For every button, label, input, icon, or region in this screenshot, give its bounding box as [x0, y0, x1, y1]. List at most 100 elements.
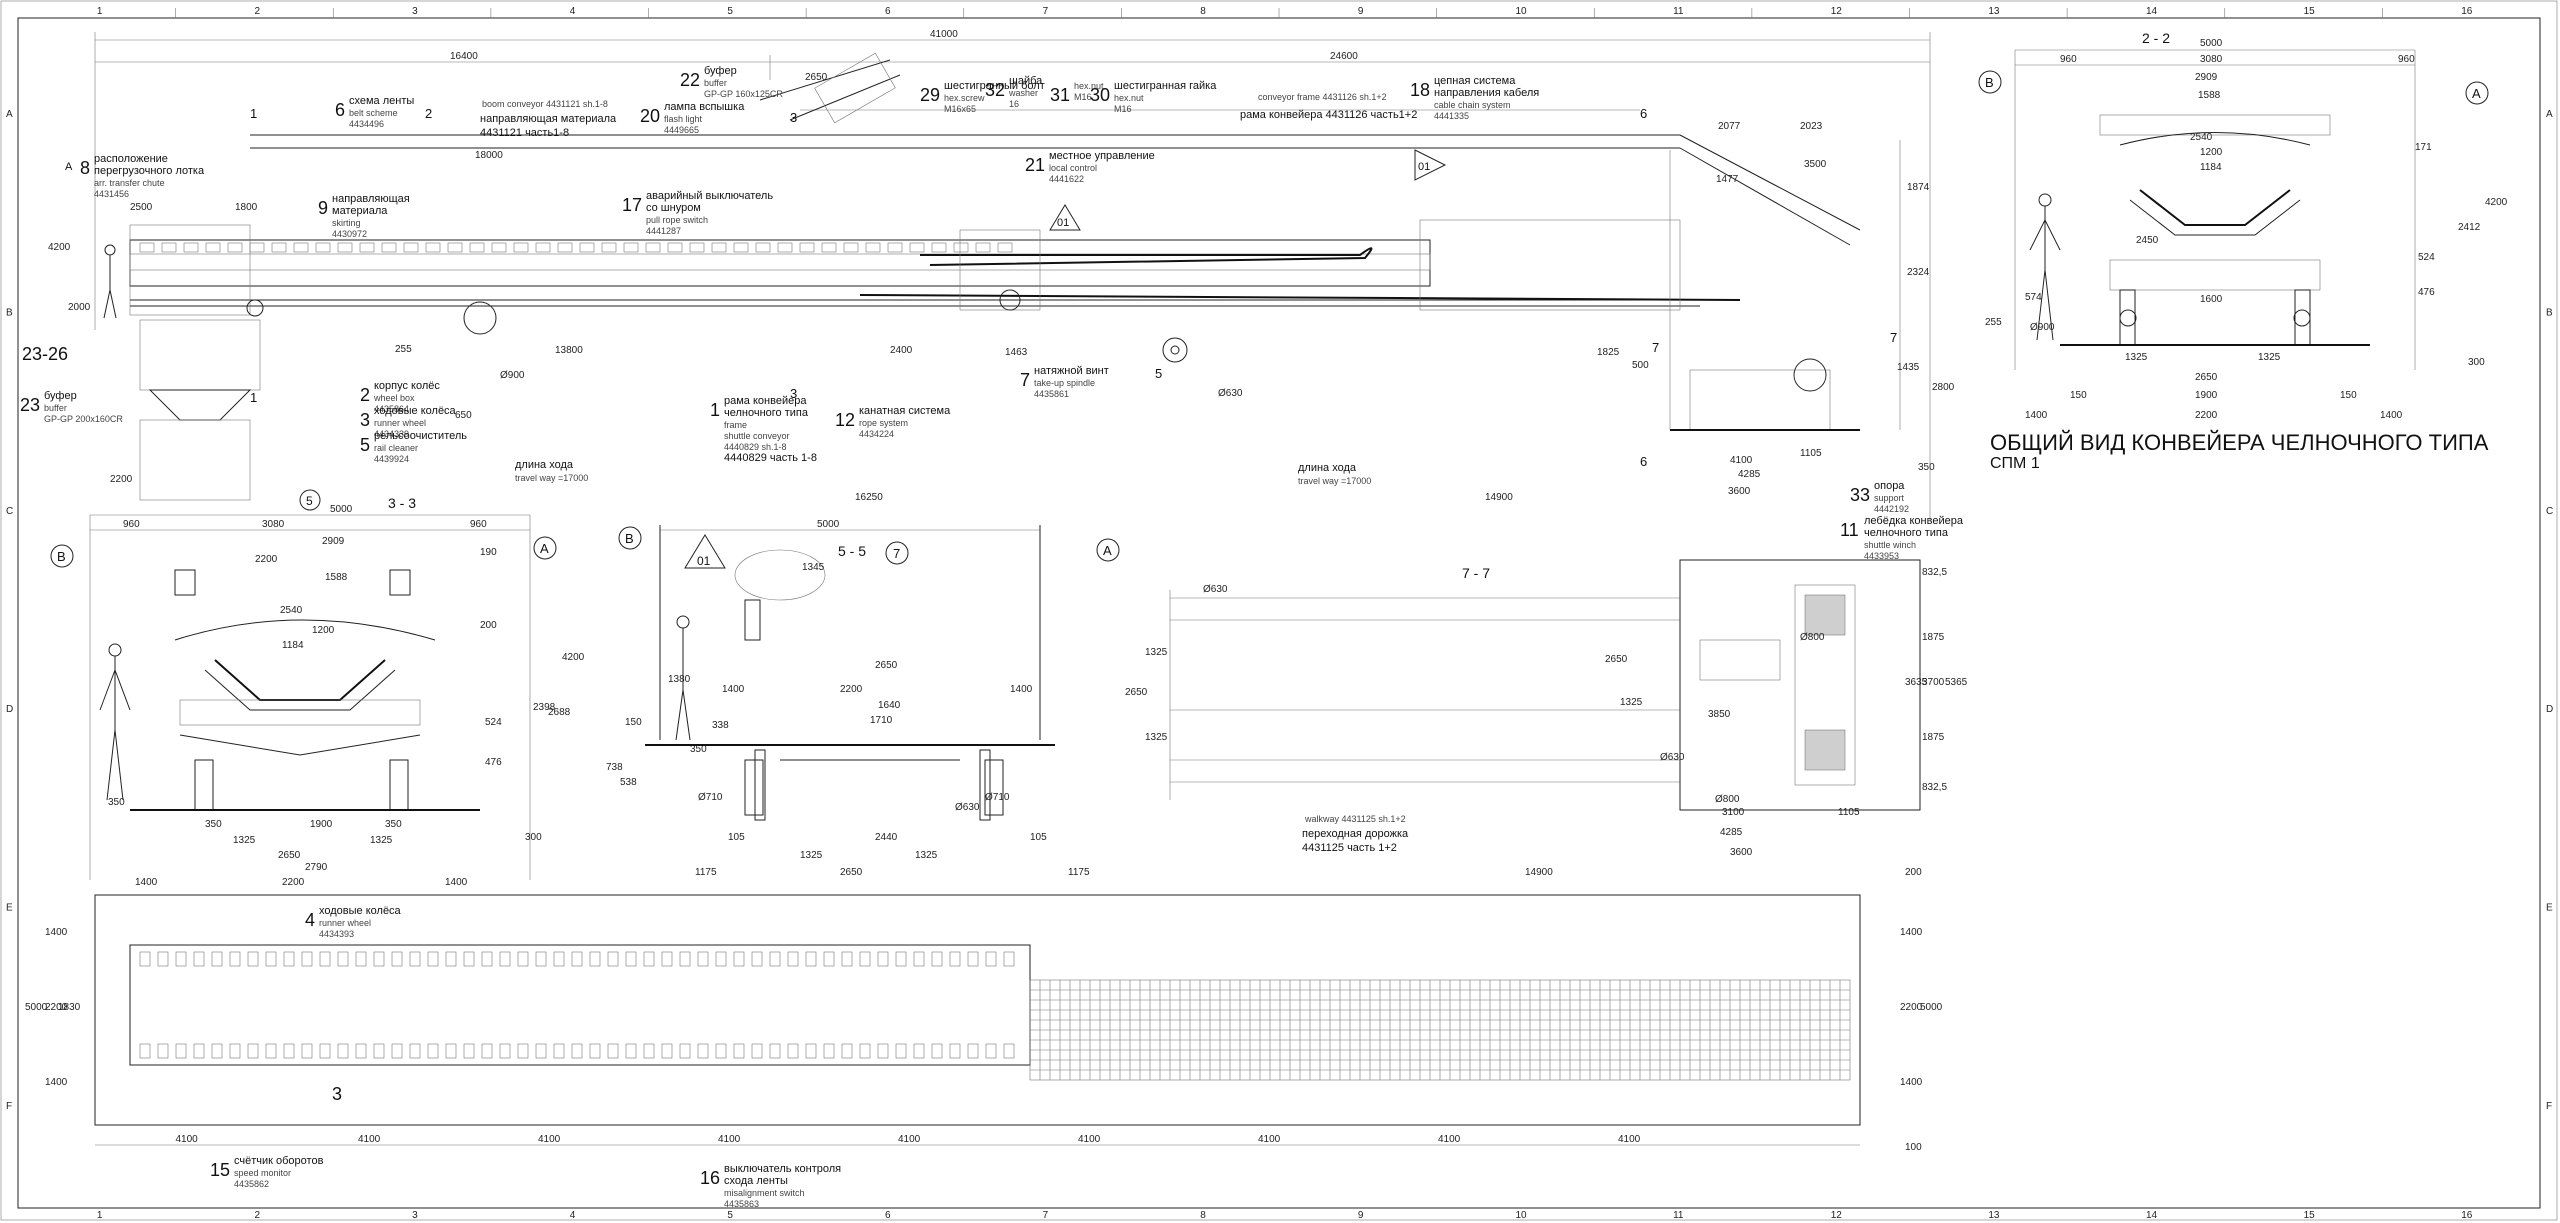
section-2-2: 2 - 2 B A 5000 960 3080 960 2909 1588 25… — [1978, 30, 2508, 421]
axis-bubble-a — [1096, 538, 1120, 562]
svg-text:shuttle conveyor: shuttle conveyor — [724, 431, 790, 441]
idler — [391, 951, 403, 967]
svg-text:4431456: 4431456 — [94, 189, 129, 199]
svg-text:5000: 5000 — [817, 519, 840, 530]
svg-text:корпус колёс: корпус колёс — [374, 380, 440, 392]
svg-text:1200: 1200 — [312, 625, 335, 636]
svg-text:255: 255 — [395, 344, 412, 355]
grid-col-label: 13 — [1988, 6, 2000, 17]
idler — [623, 242, 639, 253]
idler — [481, 1043, 493, 1059]
idler — [697, 1043, 709, 1059]
wheel — [463, 301, 497, 335]
svg-text:shuttle winch: shuttle winch — [1864, 540, 1916, 550]
svg-text:4441622: 4441622 — [1049, 174, 1084, 184]
idler — [409, 1043, 421, 1059]
svg-text:4435861: 4435861 — [1034, 389, 1069, 399]
idler — [755, 242, 771, 253]
idler — [247, 1043, 259, 1059]
span-dim: 4100 — [718, 1134, 741, 1145]
idler — [733, 951, 745, 967]
grid-col-label: 2 — [254, 1210, 260, 1221]
svg-text:1400: 1400 — [2380, 410, 2403, 421]
svg-text:738: 738 — [606, 762, 623, 773]
idler — [949, 1043, 961, 1059]
svg-text:расположение: расположение — [94, 153, 168, 165]
idler — [355, 1043, 367, 1059]
callout-number: 15 — [210, 1160, 230, 1180]
svg-text:канатная система: канатная система — [859, 405, 951, 417]
svg-text:1400: 1400 — [1900, 927, 1923, 938]
idler — [517, 1043, 529, 1059]
svg-text:1184: 1184 — [282, 640, 304, 651]
svg-text:3080: 3080 — [262, 519, 285, 530]
svg-text:4100: 4100 — [1730, 455, 1753, 466]
svg-text:105: 105 — [1030, 832, 1047, 843]
idler — [337, 951, 349, 967]
idler — [139, 951, 151, 967]
svg-text:2200: 2200 — [2195, 410, 2218, 421]
svg-text:рама конвейера 4431126 часть1+: рама конвейера 4431126 часть1+2 — [1240, 109, 1417, 121]
svg-text:150: 150 — [2340, 390, 2357, 401]
idler — [557, 242, 573, 253]
grid-col-label: 16 — [2461, 6, 2473, 17]
cut-mark-2: 2 — [425, 106, 432, 121]
grid-col-label: 5 — [727, 1210, 733, 1221]
svg-text:2200: 2200 — [110, 474, 133, 485]
grid-row-label: C — [2546, 506, 2553, 517]
svg-text:4449665: 4449665 — [664, 125, 699, 135]
svg-text:длина хода: длина хода — [515, 459, 574, 471]
svg-text:150: 150 — [625, 717, 642, 728]
svg-text:2200: 2200 — [45, 1002, 68, 1013]
svg-text:2200: 2200 — [282, 877, 305, 888]
revision-cloud — [734, 549, 826, 601]
svg-text:выключатель контроля: выключатель контроля — [724, 1163, 841, 1175]
svg-text:300: 300 — [525, 832, 542, 843]
idler — [865, 242, 881, 253]
idler — [997, 242, 1013, 253]
svg-text:1830: 1830 — [58, 1002, 81, 1013]
svg-text:2650: 2650 — [1605, 654, 1628, 665]
cut-mark-3: 3 — [790, 386, 797, 401]
grid-col-label: 16 — [2461, 1210, 2473, 1221]
plan-conveyor-frame — [129, 944, 1031, 1066]
span-dim: 4100 — [538, 1134, 561, 1145]
svg-text:4441287: 4441287 — [646, 226, 681, 236]
idler — [679, 1043, 691, 1059]
svg-text:2800: 2800 — [1932, 382, 1955, 393]
svg-text:300: 300 — [2468, 357, 2485, 368]
svg-text:574: 574 — [2025, 292, 2042, 303]
grid-col-label: 2 — [254, 6, 260, 17]
svg-text:350: 350 — [690, 744, 707, 755]
svg-text:832,5: 832,5 — [1922, 567, 1947, 578]
svg-text:1400: 1400 — [2025, 410, 2048, 421]
grid-col-label: 4 — [570, 6, 576, 17]
grid-row-label: E — [6, 903, 13, 914]
svg-text:4442192: 4442192 — [1874, 504, 1909, 514]
idler — [229, 951, 241, 967]
idler — [427, 951, 439, 967]
idler — [499, 1043, 511, 1059]
svg-text:350: 350 — [108, 797, 125, 808]
idler — [607, 1043, 619, 1059]
callout-number: 2 — [360, 385, 370, 405]
svg-text:1325: 1325 — [233, 835, 256, 846]
svg-text:travel way =17000: travel way =17000 — [1298, 476, 1371, 486]
svg-text:1463: 1463 — [1005, 347, 1028, 358]
cut-mark-7: 7 — [1652, 340, 1659, 355]
svg-text:Ø630: Ø630 — [955, 802, 980, 813]
idler — [447, 242, 463, 253]
svg-text:1400: 1400 — [135, 877, 158, 888]
svg-text:5000: 5000 — [330, 504, 353, 515]
svg-text:Ø710: Ø710 — [698, 792, 723, 803]
svg-text:105: 105 — [728, 832, 745, 843]
svg-text:1435: 1435 — [1897, 362, 1920, 373]
callout-number: 4 — [305, 910, 315, 930]
svg-text:Ø900: Ø900 — [500, 370, 525, 381]
svg-text:16250: 16250 — [855, 492, 883, 503]
callout-number: 30 — [1090, 85, 1110, 105]
svg-text:4430972: 4430972 — [332, 229, 367, 239]
grid-col-label: 6 — [885, 1210, 891, 1221]
idler — [425, 242, 441, 253]
